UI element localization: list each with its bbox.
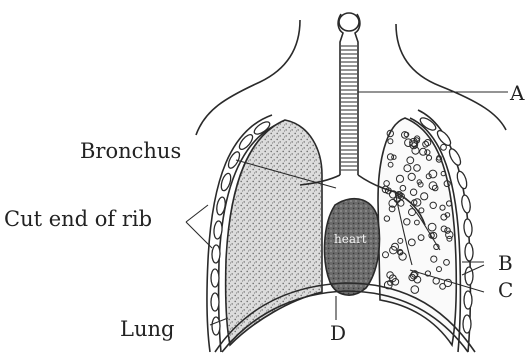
rib-cut-segment [464, 291, 472, 309]
rib-cut-segment [212, 245, 221, 263]
cut-end-of-rib-label: Cut end of rib [4, 207, 152, 231]
left-lung [226, 120, 322, 345]
bronchus-label: Bronchus [80, 139, 181, 163]
alveolus [441, 144, 447, 150]
rib-cut-segment [463, 315, 471, 333]
lung-label: Lung [120, 317, 174, 341]
rib-cut-segment [465, 267, 473, 285]
heart: heart [325, 199, 380, 295]
rib-cut-segment [211, 269, 219, 287]
rib-cut-segment [460, 194, 471, 213]
label-d: D [330, 321, 346, 345]
rib-cut-segment [463, 219, 473, 238]
label-b: B [498, 251, 513, 275]
rib-cut-segment [211, 293, 219, 311]
heart-label: heart [334, 232, 367, 246]
trachea [338, 13, 360, 175]
rib-cut-segment [455, 170, 468, 190]
rib-cut-segment [447, 147, 463, 167]
rib-cut-segment [465, 243, 474, 261]
rib-cut-segment [226, 150, 242, 170]
rib-cut-segment [212, 317, 220, 335]
label-c: C [498, 278, 513, 302]
label-a: A [509, 81, 525, 105]
